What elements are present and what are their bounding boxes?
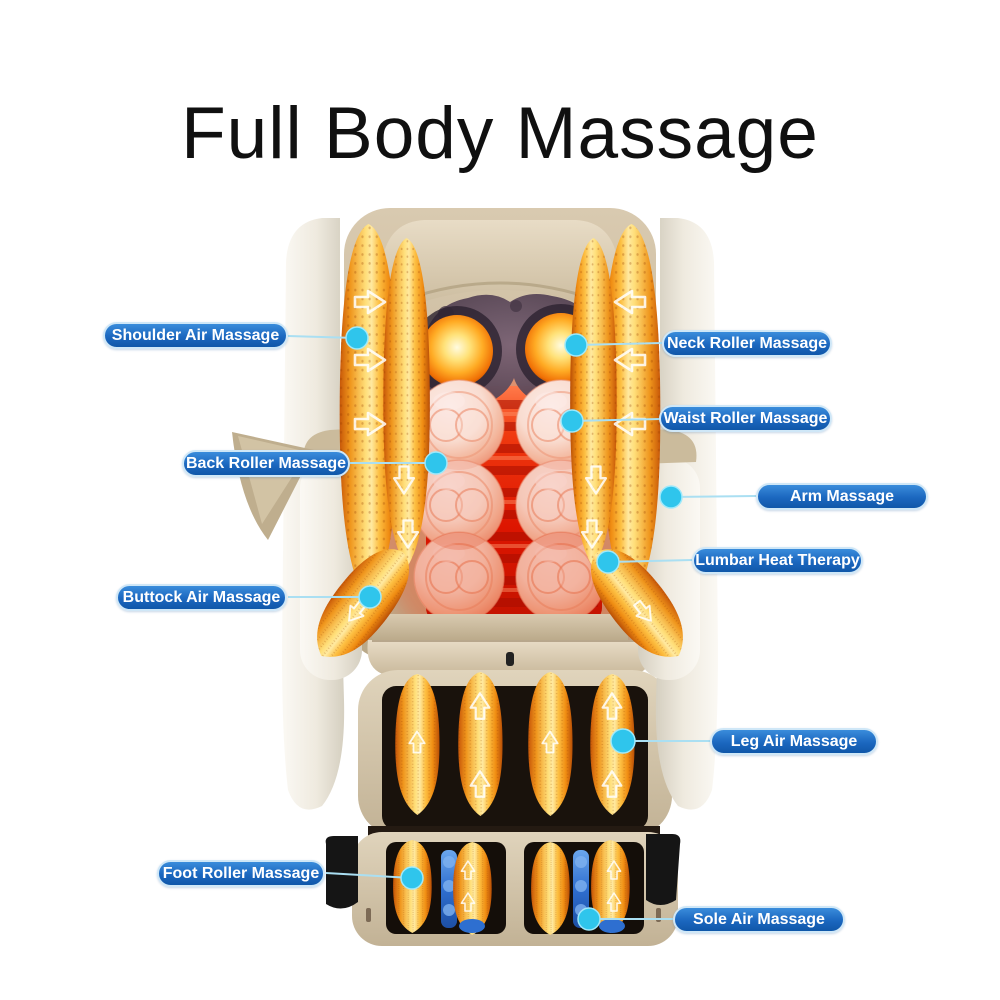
- callout-dot-lumbar: [596, 550, 620, 574]
- page-title: Full Body Massage: [181, 92, 819, 174]
- label-back-roller-massage: Back Roller Massage: [182, 450, 350, 477]
- label-foot-roller-massage: Foot Roller Massage: [157, 860, 325, 887]
- callout-dot-leg: [610, 728, 636, 754]
- callout-dot-sole: [577, 907, 601, 931]
- label-leg-air-massage: Leg Air Massage: [710, 728, 878, 755]
- label-shoulder-air-massage: Shoulder Air Massage: [103, 322, 288, 349]
- callout-dot-neck: [564, 333, 588, 357]
- label-neck-roller-massage: Neck Roller Massage: [662, 330, 832, 357]
- callout-dot-back: [424, 451, 448, 475]
- foot-base: [325, 826, 681, 946]
- callout-dot-arm: [659, 485, 683, 509]
- neck-roller-ball: [421, 315, 493, 387]
- label-sole-air-massage: Sole Air Massage: [673, 906, 845, 933]
- base-foot-right: [646, 834, 681, 905]
- callout-dot-waist: [560, 409, 584, 433]
- label-waist-roller-massage: Waist Roller Massage: [659, 405, 832, 432]
- callout-dot-foot: [400, 866, 424, 890]
- callout-dot-buttock: [358, 585, 382, 609]
- label-buttock-air-massage: Buttock Air Massage: [116, 584, 287, 611]
- callout-dot-shoulder: [345, 326, 369, 350]
- base-foot-left: [325, 836, 358, 909]
- legrest: [358, 670, 672, 836]
- label-arm-massage: Arm Massage: [756, 483, 928, 510]
- headrest: [382, 220, 618, 318]
- seat: [367, 614, 653, 676]
- label-lumbar-heat-therapy: Lumbar Heat Therapy: [692, 547, 863, 574]
- callout-lines: [287, 326, 757, 931]
